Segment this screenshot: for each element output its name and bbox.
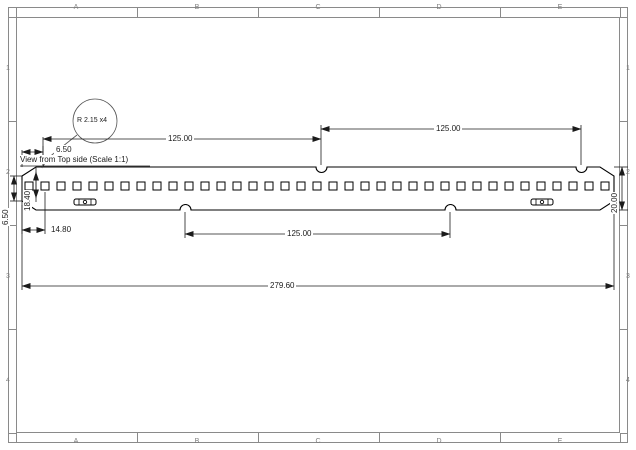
- zone-tick-right: [620, 329, 628, 330]
- frame-row-label-3: 3: [6, 273, 10, 280]
- zone-tick-bottom: [137, 433, 138, 443]
- dimension-hole-pitch-start: [21, 192, 46, 234]
- frame-row-label-2-right: 2: [626, 169, 630, 176]
- zone-tick-top: [137, 7, 138, 17]
- dimension-overall-length: [21, 180, 615, 290]
- dimension-label-bottom-center-125: 125.00: [285, 229, 314, 238]
- zone-tick-bottom: [620, 433, 621, 443]
- zone-tick-left: [8, 433, 16, 434]
- zone-tick-right: [620, 433, 628, 434]
- zone-tick-top: [500, 7, 501, 17]
- frame-row-label-1-right: 1: [626, 65, 630, 72]
- dimension-label-top-left-125: 125.00: [166, 134, 195, 143]
- frame-row-label-3-right: 3: [626, 273, 630, 280]
- dimension-label-top-right-125: 125.00: [434, 124, 463, 133]
- zone-tick-right: [620, 121, 628, 122]
- dimension-label-overall-length: 279.60: [268, 281, 297, 290]
- dimension-label-left-edge-offset: 6.50: [54, 145, 74, 154]
- frame-column-label-a: A: [73, 4, 79, 11]
- frame-column-label-c: C: [315, 4, 321, 11]
- frame-column-label-d: D: [436, 4, 442, 11]
- zone-tick-bottom: [16, 433, 17, 443]
- detail-callout-label: R 2.15 x4: [77, 117, 107, 124]
- zone-tick-right: [620, 17, 628, 18]
- slot-marker-left: [73, 198, 97, 206]
- dimension-label-hole-height: 18.40: [23, 189, 32, 212]
- frame-row-label-1: 1: [6, 65, 10, 72]
- part-outline: [21, 166, 615, 211]
- frame-row-label-4: 4: [6, 377, 10, 384]
- frame-inner-border: [16, 17, 620, 433]
- zone-tick-bottom: [500, 433, 501, 443]
- frame-row-label-4-right: 4: [626, 377, 630, 384]
- frame-column-label-b: B: [194, 4, 200, 11]
- frame-column-label-d-bottom: D: [436, 438, 442, 445]
- frame-column-label-e-bottom: E: [557, 438, 563, 445]
- dimension-label-hole-pitch-start: 14.80: [49, 225, 74, 234]
- frame-column-label-b-bottom: B: [194, 438, 200, 445]
- frame-column-label-e: E: [557, 4, 563, 11]
- zone-tick-right: [620, 225, 628, 226]
- zone-tick-top: [620, 7, 621, 17]
- zone-tick-left: [8, 17, 16, 18]
- dimension-left-chamfer-height: [10, 175, 22, 202]
- zone-tick-top: [16, 7, 17, 17]
- zone-tick-top: [258, 7, 259, 17]
- zone-tick-bottom: [379, 433, 380, 443]
- frame-column-label-a-bottom: A: [73, 438, 79, 445]
- dimension-label-left-chamfer-height: 6.50: [1, 208, 10, 226]
- frame-column-label-c-bottom: C: [315, 438, 321, 445]
- dimension-bottom-center-125: [184, 212, 451, 238]
- zone-tick-top: [379, 7, 380, 17]
- zone-tick-left: [8, 225, 16, 226]
- view-title-label: View from Top side (Scale 1:1): [20, 155, 129, 164]
- frame-row-label-2: 2: [6, 169, 10, 176]
- square-hole-row: [24, 181, 610, 191]
- zone-tick-bottom: [258, 433, 259, 443]
- zone-tick-left: [8, 329, 16, 330]
- zone-tick-left: [8, 121, 16, 122]
- slot-marker-right: [530, 198, 554, 206]
- dimension-label-overall-height: 20.00: [610, 191, 619, 214]
